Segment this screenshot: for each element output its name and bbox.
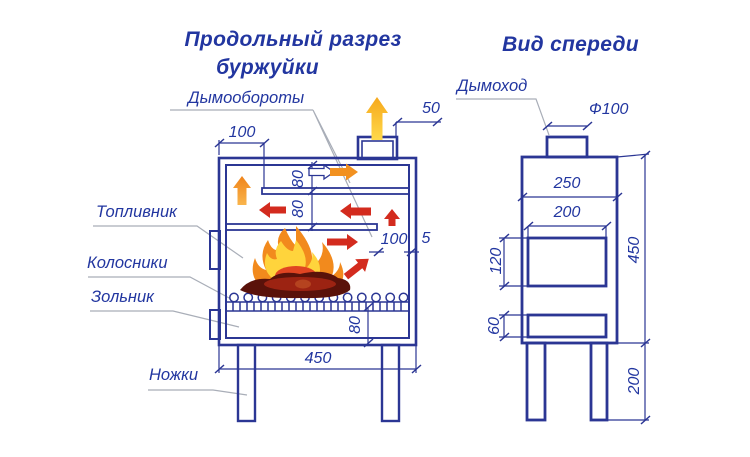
label-ash-pan: Зольник xyxy=(91,288,154,306)
legs-section xyxy=(236,343,401,423)
legs-front xyxy=(525,341,609,422)
front-view-title: Вид спереди xyxy=(502,33,639,56)
dim-ash-height: 80 xyxy=(347,316,364,334)
front-view xyxy=(499,121,651,425)
dim-top-gap: 100 xyxy=(228,124,256,141)
firebox-arrow-diagonal-icon xyxy=(343,258,369,280)
smoke-baffles xyxy=(225,187,410,231)
label-legs: Ножки xyxy=(149,366,199,384)
dim-lower-channel: 80 xyxy=(290,200,307,218)
label-chimney: Дымоход xyxy=(457,77,528,95)
flame-icon xyxy=(240,226,351,299)
label-smoke-turns: Дымообороты xyxy=(188,89,305,107)
ash-door-front xyxy=(526,313,608,339)
rise-arrow-icon xyxy=(233,176,251,205)
label-firebox: Топливник xyxy=(96,203,177,221)
mid-channel-arrow-left-1-icon xyxy=(259,202,286,218)
dim-door-width: 200 xyxy=(553,204,581,221)
mid-channel-arrow-up-icon xyxy=(384,209,400,226)
top-channel-arrow-icon xyxy=(330,163,358,181)
mid-channel-arrow-left-2-icon xyxy=(340,203,371,219)
dim-door-height: 120 xyxy=(488,247,505,275)
dim-body-height: 450 xyxy=(626,236,643,264)
section-view xyxy=(88,97,550,423)
top-channel-outline-arrow-icon xyxy=(308,163,336,181)
section-view-title-line2: буржуйки xyxy=(216,56,319,79)
dim-ash-door-height: 60 xyxy=(486,317,503,335)
dim-leg-height: 200 xyxy=(626,367,643,395)
label-grate: Колосники xyxy=(87,254,168,272)
chimney-stub-front xyxy=(545,135,589,159)
dim-chimney-offset: 50 xyxy=(422,100,440,117)
dim-body-width-section: 450 xyxy=(304,350,332,367)
flow-arrows xyxy=(233,97,400,280)
leader-lines xyxy=(88,98,550,396)
dim-firebox-outlet: 100 xyxy=(380,231,408,248)
dim-chimney-diameter: Ф100 xyxy=(589,101,629,118)
chimney-stub-section xyxy=(356,135,399,161)
section-view-title-line1: Продольный разрез xyxy=(184,28,402,51)
firebox-door-front xyxy=(526,236,608,288)
section-dimension-lines xyxy=(214,117,443,374)
firebox-arrow-right-icon xyxy=(327,234,358,250)
front-dimension-lines xyxy=(499,121,651,425)
dim-body-width-front: 250 xyxy=(553,175,581,192)
chimney-out-arrow-icon xyxy=(366,97,388,140)
ash-door-edge xyxy=(209,309,221,340)
dim-wall-thickness: 5 xyxy=(421,230,431,247)
firebox-door-edge xyxy=(209,230,221,270)
